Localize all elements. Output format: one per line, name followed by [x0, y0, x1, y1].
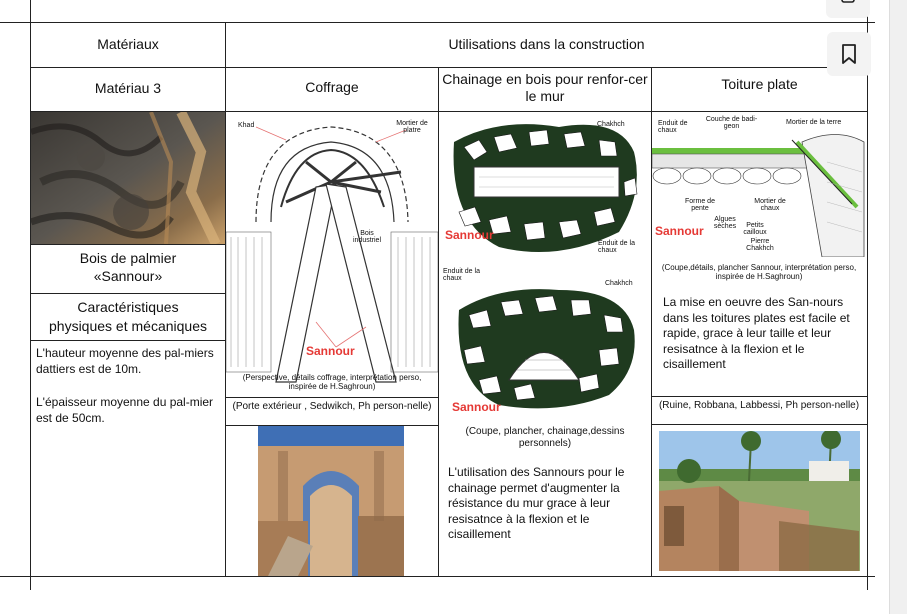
table-bottom-line [0, 576, 875, 577]
height-text: L'hauteur moyenne des pal-miers dattiers… [36, 346, 214, 376]
col-roof-title: Toiture plate [721, 76, 798, 92]
table-top-line [0, 22, 875, 23]
col-chaining-title: Chainage en bois pour renfor-cer le mur [442, 71, 648, 104]
props-title-line2: physiques et mécaniques [49, 318, 207, 334]
chaining-label-sannour-2: Sannour [452, 400, 501, 414]
chaining-label-enduit-1: Enduit de la chaux [598, 240, 635, 255]
col-divider-1 [225, 22, 226, 576]
chaining-caption: (Coupe, plancher, chainage,dessins perso… [465, 426, 625, 449]
formwork-label-bois: Bois industriel [352, 230, 381, 245]
door-photo [258, 426, 404, 576]
roof-label-pierre: Pierre Chakhch [746, 238, 774, 253]
chaining-label-chakhch-2: Chakhch [605, 280, 633, 287]
ruin-photo [659, 431, 860, 571]
props-title-bottom-line [30, 340, 226, 341]
material-name-bottom-line [30, 293, 226, 294]
chaining-drawing-bottom [439, 270, 651, 422]
palm-wood-photo [31, 112, 225, 244]
header-uses: Utilisations dans la construction [448, 36, 645, 52]
thickness-text: L'épaisseur moyenne du pal-mier est de 5… [36, 395, 214, 425]
roof-label-algues: Algues sèches [713, 216, 737, 231]
roof-label-petits-cailloux: Petits cailloux [743, 222, 767, 237]
formwork-caption-line-a [225, 397, 438, 398]
formwork-caption-line-b [225, 425, 438, 426]
chaining-label-chakhch-1: Chakhch [597, 121, 625, 128]
roof-caption-bottom-line [651, 424, 867, 425]
roof-label-enduit: Enduit de chaux [658, 120, 688, 135]
roof-text-bottom-line [651, 396, 867, 397]
roof-text: La mise en oeuvre des San-nours dans les… [663, 295, 850, 372]
bookmark-button[interactable] [827, 32, 871, 76]
roof-label-couche: Couche de badi-geon [705, 116, 758, 131]
subheader-bottom-line [30, 111, 868, 112]
chaining-label-sannour-1: Sannour [445, 228, 494, 242]
roof-photo-caption: (Ruine, Robbana, Labbessi, Ph person-nel… [658, 400, 860, 411]
top-side-button[interactable] [826, 0, 870, 18]
col-formwork-title: Coffrage [305, 79, 359, 95]
material-name-line1: Bois de palmier [79, 250, 177, 266]
formwork-drawing [226, 112, 438, 397]
roof-label-mortier-chaux: Mortier de chaux [754, 198, 786, 213]
roof-label-forme-pente: Forme de pente [685, 198, 715, 213]
roof-drawing-caption: (Coupe,détails, plancher Sannour, interp… [661, 263, 857, 282]
col-divider-2 [438, 67, 439, 576]
props-title-line1: Caractéristiques [77, 299, 179, 315]
formwork-label-khad: Khad [238, 122, 255, 129]
chaining-text: L'utilisation des Sannours pour le chain… [448, 465, 625, 542]
header-bottom-line [30, 67, 868, 68]
col-divider-3 [651, 67, 652, 576]
roof-label-mortier-terre: Mortier de la terre [786, 119, 842, 126]
formwork-label-mortier: Mortier de platre [396, 120, 428, 135]
material-name-top-line [30, 244, 226, 245]
bookmark-icon [842, 44, 856, 64]
material-name-line2: «Sannour» [93, 268, 163, 284]
flat-roof-drawing [652, 112, 866, 257]
vertical-scrollbar[interactable] [889, 0, 907, 614]
formwork-photo-caption: (Porte extérieur , Sedwikch, Ph person-n… [232, 401, 432, 412]
chaining-drawing-top [439, 112, 651, 264]
chaining-label-enduit-2: Enduit de la chaux [443, 268, 480, 283]
col-material-title: Matériau 3 [94, 80, 162, 96]
formwork-label-sannour: Sannour [306, 344, 355, 358]
roof-label-sannour: Sannour [655, 224, 704, 238]
header-materials: Matériaux [97, 36, 159, 52]
formwork-inner-caption: (Perspective, détails coffrage, interpré… [242, 373, 422, 392]
left-frame-line [30, 0, 31, 590]
right-frame-line [867, 0, 868, 590]
